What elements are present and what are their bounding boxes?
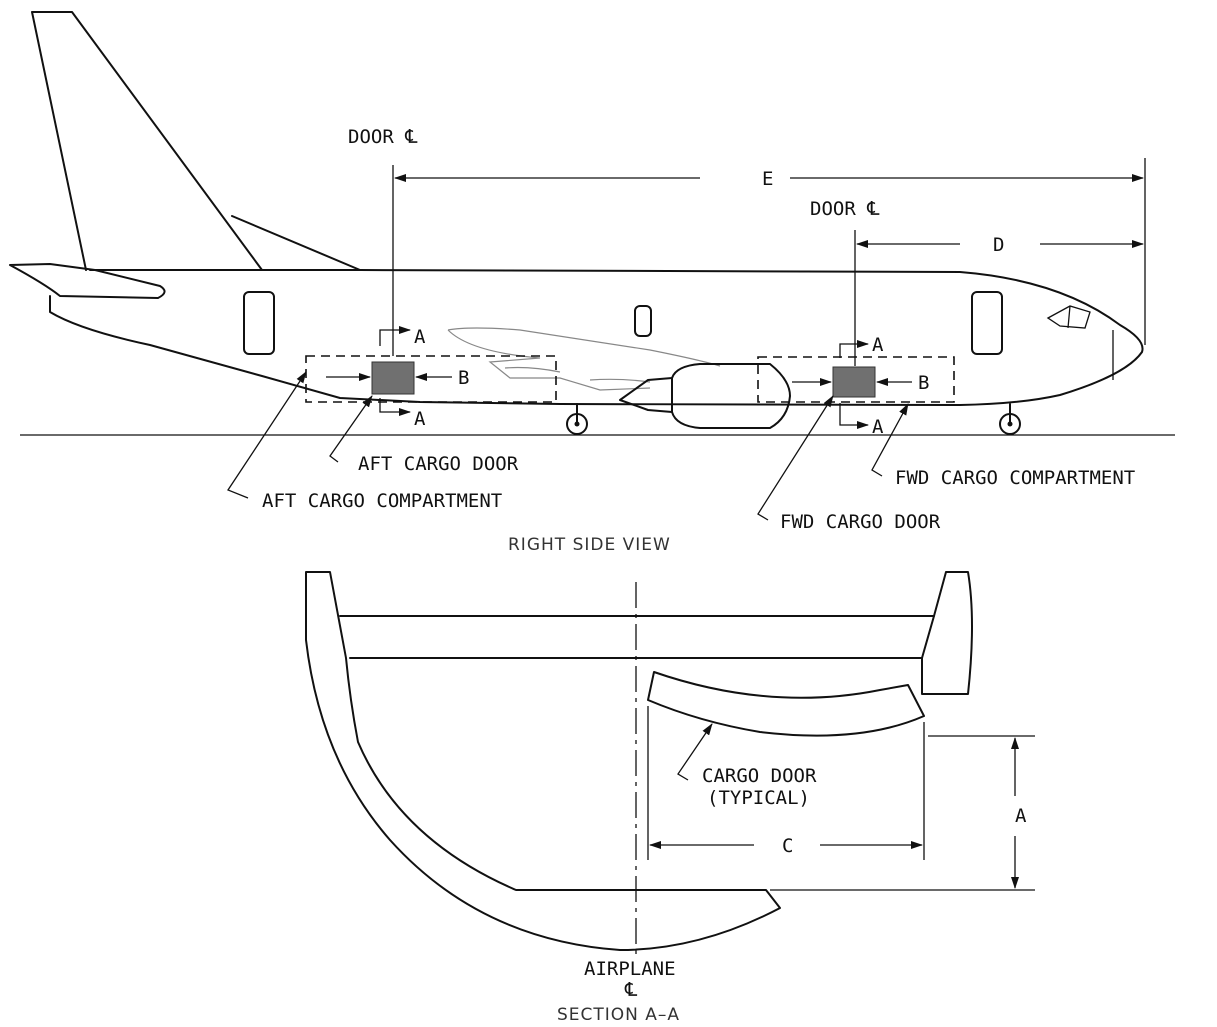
horizontal-stabilizer bbox=[9, 263, 166, 299]
fwd-passenger-door bbox=[971, 291, 1003, 355]
airplane-label: AIRPLANE bbox=[584, 958, 676, 980]
section-cargo-door bbox=[647, 671, 925, 737]
aft-section-label-top: A bbox=[414, 326, 426, 348]
main-landing-gear bbox=[566, 403, 588, 435]
fwd-cargo-compartment-label: FWD CARGO COMPARTMENT bbox=[895, 467, 1135, 489]
overwing-exit bbox=[634, 305, 652, 337]
fuselage-shell bbox=[305, 571, 781, 951]
section-title: SECTION A–A bbox=[557, 1005, 680, 1025]
fwd-cargo-compartment-leader bbox=[871, 403, 909, 477]
nose-landing-gear bbox=[999, 403, 1021, 435]
section-cargo-door-leader bbox=[677, 723, 713, 781]
fwd-section-label-top: A bbox=[872, 334, 884, 356]
vertical-tail bbox=[31, 11, 361, 271]
wing bbox=[447, 327, 721, 391]
fwd-cargo-door bbox=[832, 366, 876, 398]
fwd-cargo-compartment-outline bbox=[757, 356, 955, 403]
fwd-cargo-door-leader bbox=[757, 395, 834, 521]
aft-view-b-label: B bbox=[458, 367, 469, 389]
aft-door-centerline-label: DOOR ℄ bbox=[348, 126, 418, 148]
aft-section-mark-top bbox=[379, 326, 411, 346]
fwd-door-centerline-label: DOOR ℄ bbox=[810, 198, 880, 220]
section-view: CARGO DOOR (TYPICAL) A C AIRPLANE ℄ SECT… bbox=[305, 571, 1035, 1025]
dimension-d-label: D bbox=[993, 234, 1004, 256]
fwd-section-mark-bottom bbox=[839, 403, 869, 429]
dimension-a-label: A bbox=[1015, 805, 1027, 827]
right-frame bbox=[921, 571, 973, 695]
side-view: DOOR ℄ DOOR ℄ E D A A A A B B AFT CARGO … bbox=[9, 11, 1175, 555]
aft-cargo-compartment-label: AFT CARGO COMPARTMENT bbox=[262, 490, 502, 512]
airplane-centerline-symbol: ℄ bbox=[624, 979, 638, 1001]
aft-section-mark-bottom bbox=[379, 398, 411, 416]
aft-section-label-bottom: A bbox=[414, 408, 426, 430]
aft-cargo-door-label: AFT CARGO DOOR bbox=[358, 453, 519, 475]
section-cargo-door-label: CARGO DOOR bbox=[702, 765, 817, 787]
cockpit-window bbox=[1046, 305, 1091, 329]
fwd-section-label-bottom: A bbox=[872, 416, 884, 438]
engine bbox=[619, 363, 791, 429]
aft-cargo-compartment-leader bbox=[227, 371, 307, 499]
section-cargo-door-sublabel: (TYPICAL) bbox=[707, 787, 810, 809]
aft-cargo-door bbox=[371, 361, 415, 395]
dimension-c-label: C bbox=[782, 835, 793, 857]
aft-cargo-compartment-outline bbox=[305, 355, 557, 403]
aft-passenger-door bbox=[243, 291, 275, 355]
right-side-view-title: RIGHT SIDE VIEW bbox=[508, 535, 671, 555]
fwd-view-b-label: B bbox=[918, 372, 929, 394]
aft-cargo-door-leader bbox=[329, 395, 373, 463]
fuselage bbox=[49, 269, 1144, 406]
fwd-section-mark-top bbox=[839, 340, 869, 358]
fwd-cargo-door-label: FWD CARGO DOOR bbox=[780, 511, 941, 533]
dimension-e-label: E bbox=[762, 168, 773, 190]
